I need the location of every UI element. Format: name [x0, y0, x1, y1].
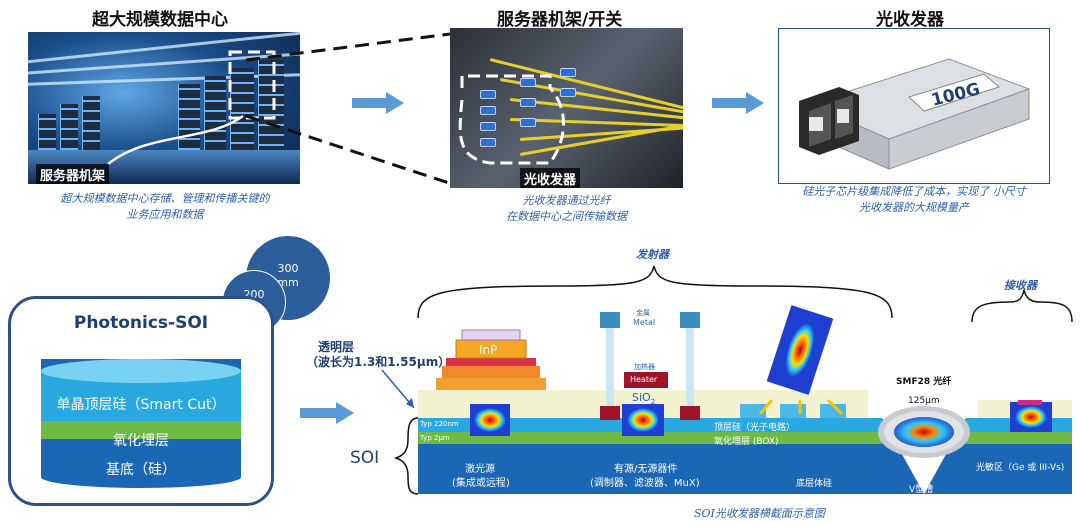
panel1-caption-line1: 超大规模数据中心存储、管理和传播关键的 [60, 192, 270, 205]
sio2-text: SiO [632, 391, 651, 404]
panel2-caption-line2: 在数据中心之间传输数据 [506, 210, 627, 223]
wafer-300mm-label: 300 mm [277, 262, 299, 289]
receiver-label: 接收器 [1004, 279, 1037, 292]
server-rack-label: 服务器机架 [36, 164, 110, 184]
panel2-title: 服务器机架/开关 [497, 10, 623, 30]
cross-section-caption: SOI光收发器横截面示意图 [694, 507, 825, 520]
typ2um-label: Typ 2μm [420, 434, 450, 442]
soi-layer-substrate: 基底（硅） [106, 462, 176, 478]
vgroove-label: V型槽 [909, 485, 934, 495]
transceiver-highlight [458, 74, 565, 165]
sio2-label: SiO2 [632, 391, 655, 406]
soi-cylinder [41, 359, 241, 488]
panel1-caption-line2: 业务应用和数据 [126, 208, 204, 221]
panel3-title: 光收发器 [876, 10, 944, 30]
panel2-caption-line1: 光收发器通过光纤 [522, 194, 611, 207]
panel3-caption-line1: 硅光子芯片级集成降低了成本，实现了 小尺寸 [802, 185, 1026, 198]
transceiver-overlay-label: 光收发器 [520, 168, 581, 188]
typ220-label: Typ 220nm [420, 420, 459, 428]
laser-label-1: 激光源 [465, 464, 495, 475]
server-rack-photo: 光收发器 [450, 28, 683, 188]
transparent-layer-label-1: 透明层 [318, 340, 355, 354]
photonics-soi-panel: Photonics-SOI 单晶顶层硅（Smart Cut） 氧化埋层 基底（硅… [8, 296, 274, 506]
panel2-caption: 光收发器通过光纤 在数据中心之间传输数据 [450, 193, 683, 225]
sio2-subscript: 2 [650, 398, 656, 407]
bottom-si-label: 底层体硅 [796, 479, 833, 489]
soi-label: SOI [350, 448, 380, 468]
laser-label-2: (集成或远程) [452, 478, 510, 489]
datacenter-photo: 服务器机架 [28, 32, 300, 184]
heater-en-label: Heater [630, 375, 658, 384]
panel1-caption: 超大规模数据中心存储、管理和传播关键的 业务应用和数据 [30, 191, 300, 223]
panel3-caption-line2: 光收发器的大规模量产 [859, 201, 969, 214]
photonics-soi-title: Photonics-SOI [73, 313, 209, 333]
metal-en-label: Metal [633, 318, 656, 327]
transceiver-photo: 100G [778, 28, 1050, 184]
transparent-layer-pointer [381, 369, 415, 409]
soi-layer-top: 单晶顶层硅（Smart Cut） [56, 397, 226, 413]
arrow-right-3 [300, 402, 354, 424]
arrow-right-2 [712, 92, 764, 114]
heater-cn-label: 加热器 [634, 363, 655, 371]
fiber-size-label: 125μm [908, 396, 940, 406]
metal-cn-label: 金属 [636, 309, 650, 317]
panel1-title: 超大规模数据中心 [92, 10, 228, 30]
transceiver-module-drawing [799, 58, 1031, 170]
devices-label-2: (调制器、滤波器、MuX) [590, 478, 700, 489]
inp-label: InP [479, 343, 498, 357]
detector-label: 光敏区（Ge 或 III-Vs) [976, 463, 1065, 473]
soi-layer-box: 氧化埋层 [113, 433, 169, 449]
box-label: 氧化埋层 (BOX) [714, 437, 779, 447]
smf-label: SMF28 光纤 [896, 377, 952, 387]
top-si-label: 顶层硅（光子电路） [714, 423, 796, 433]
transmitter-label: 发射器 [636, 248, 669, 261]
arrow-right-1 [352, 92, 404, 114]
transparent-layer-label-2: （波长为1.3和1.55μm） [306, 355, 451, 369]
panel3-caption: 硅光子芯片级集成降低了成本，实现了 小尺寸 光收发器的大规模量产 [775, 184, 1053, 216]
devices-label-1: 有源/无源器件 [614, 464, 678, 475]
